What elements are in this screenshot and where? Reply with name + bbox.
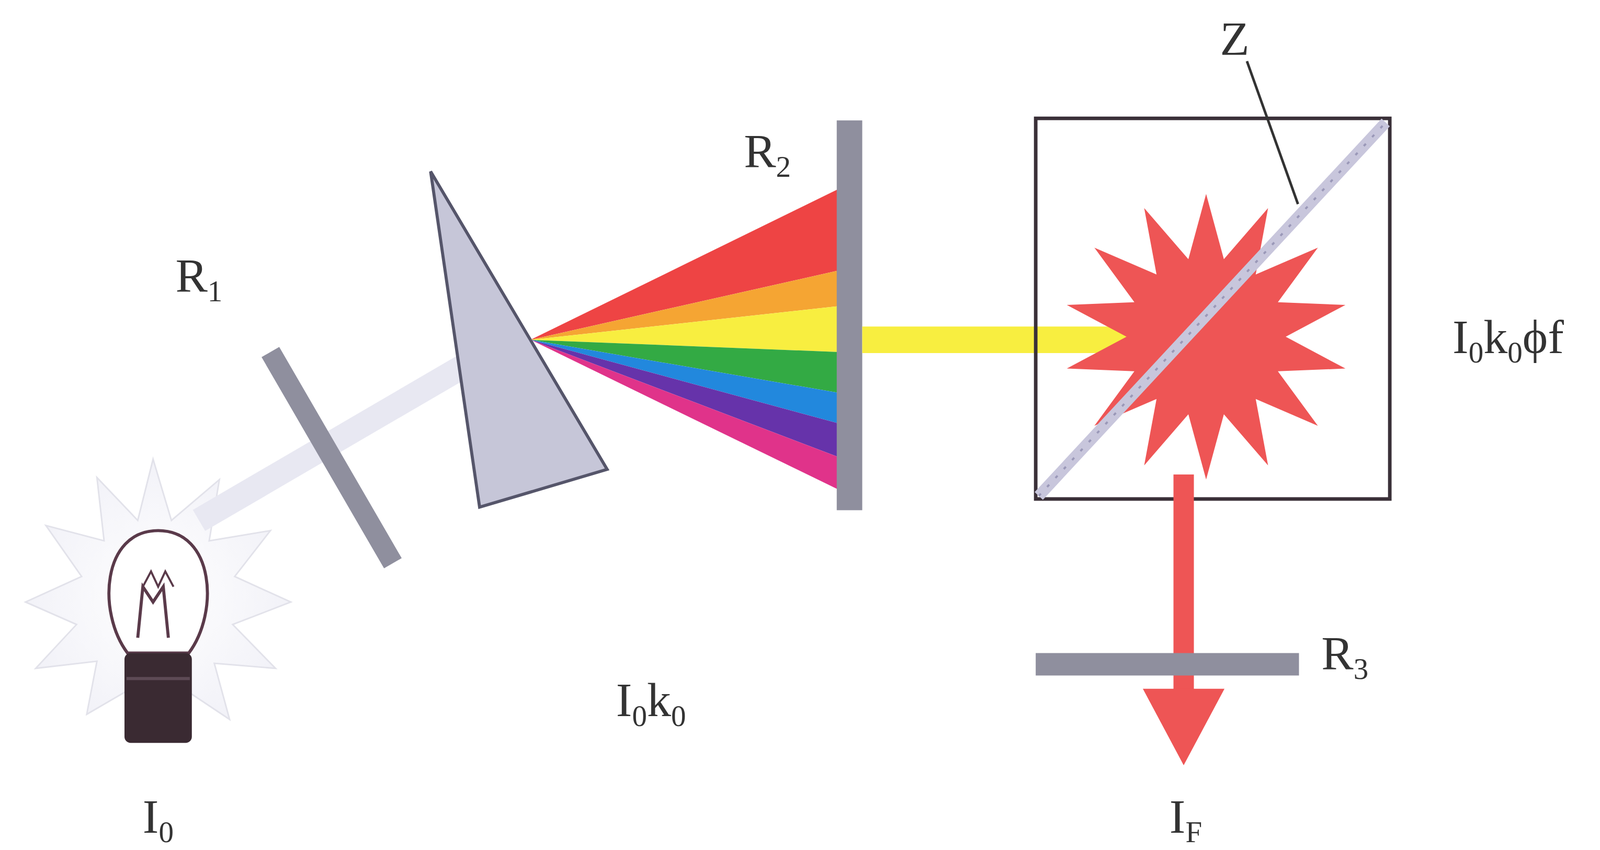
intensity-label: IF xyxy=(1169,792,1202,841)
part-label: Z xyxy=(1219,14,1250,63)
slit-r3 xyxy=(1035,652,1299,676)
spectrum-fan xyxy=(530,188,839,490)
intensity-label: I0k0 xyxy=(616,675,687,724)
slit-label: R3 xyxy=(1321,629,1369,678)
intensity-label: I0 xyxy=(142,792,174,841)
emission-arrow xyxy=(1142,474,1225,766)
slit-label: R2 xyxy=(743,127,791,176)
slit-r1 xyxy=(270,352,393,564)
slit-label: R1 xyxy=(175,251,223,300)
plate-z-edge xyxy=(1038,122,1386,496)
fluorescence-burst xyxy=(1067,194,1346,480)
slit-r2 xyxy=(836,120,863,510)
plate-z xyxy=(1038,122,1386,496)
intensity-label: I0k0ϕf xyxy=(1452,312,1564,361)
leader-line xyxy=(1246,61,1299,204)
cuvette xyxy=(1035,118,1390,499)
lamp-bulb xyxy=(108,530,208,743)
